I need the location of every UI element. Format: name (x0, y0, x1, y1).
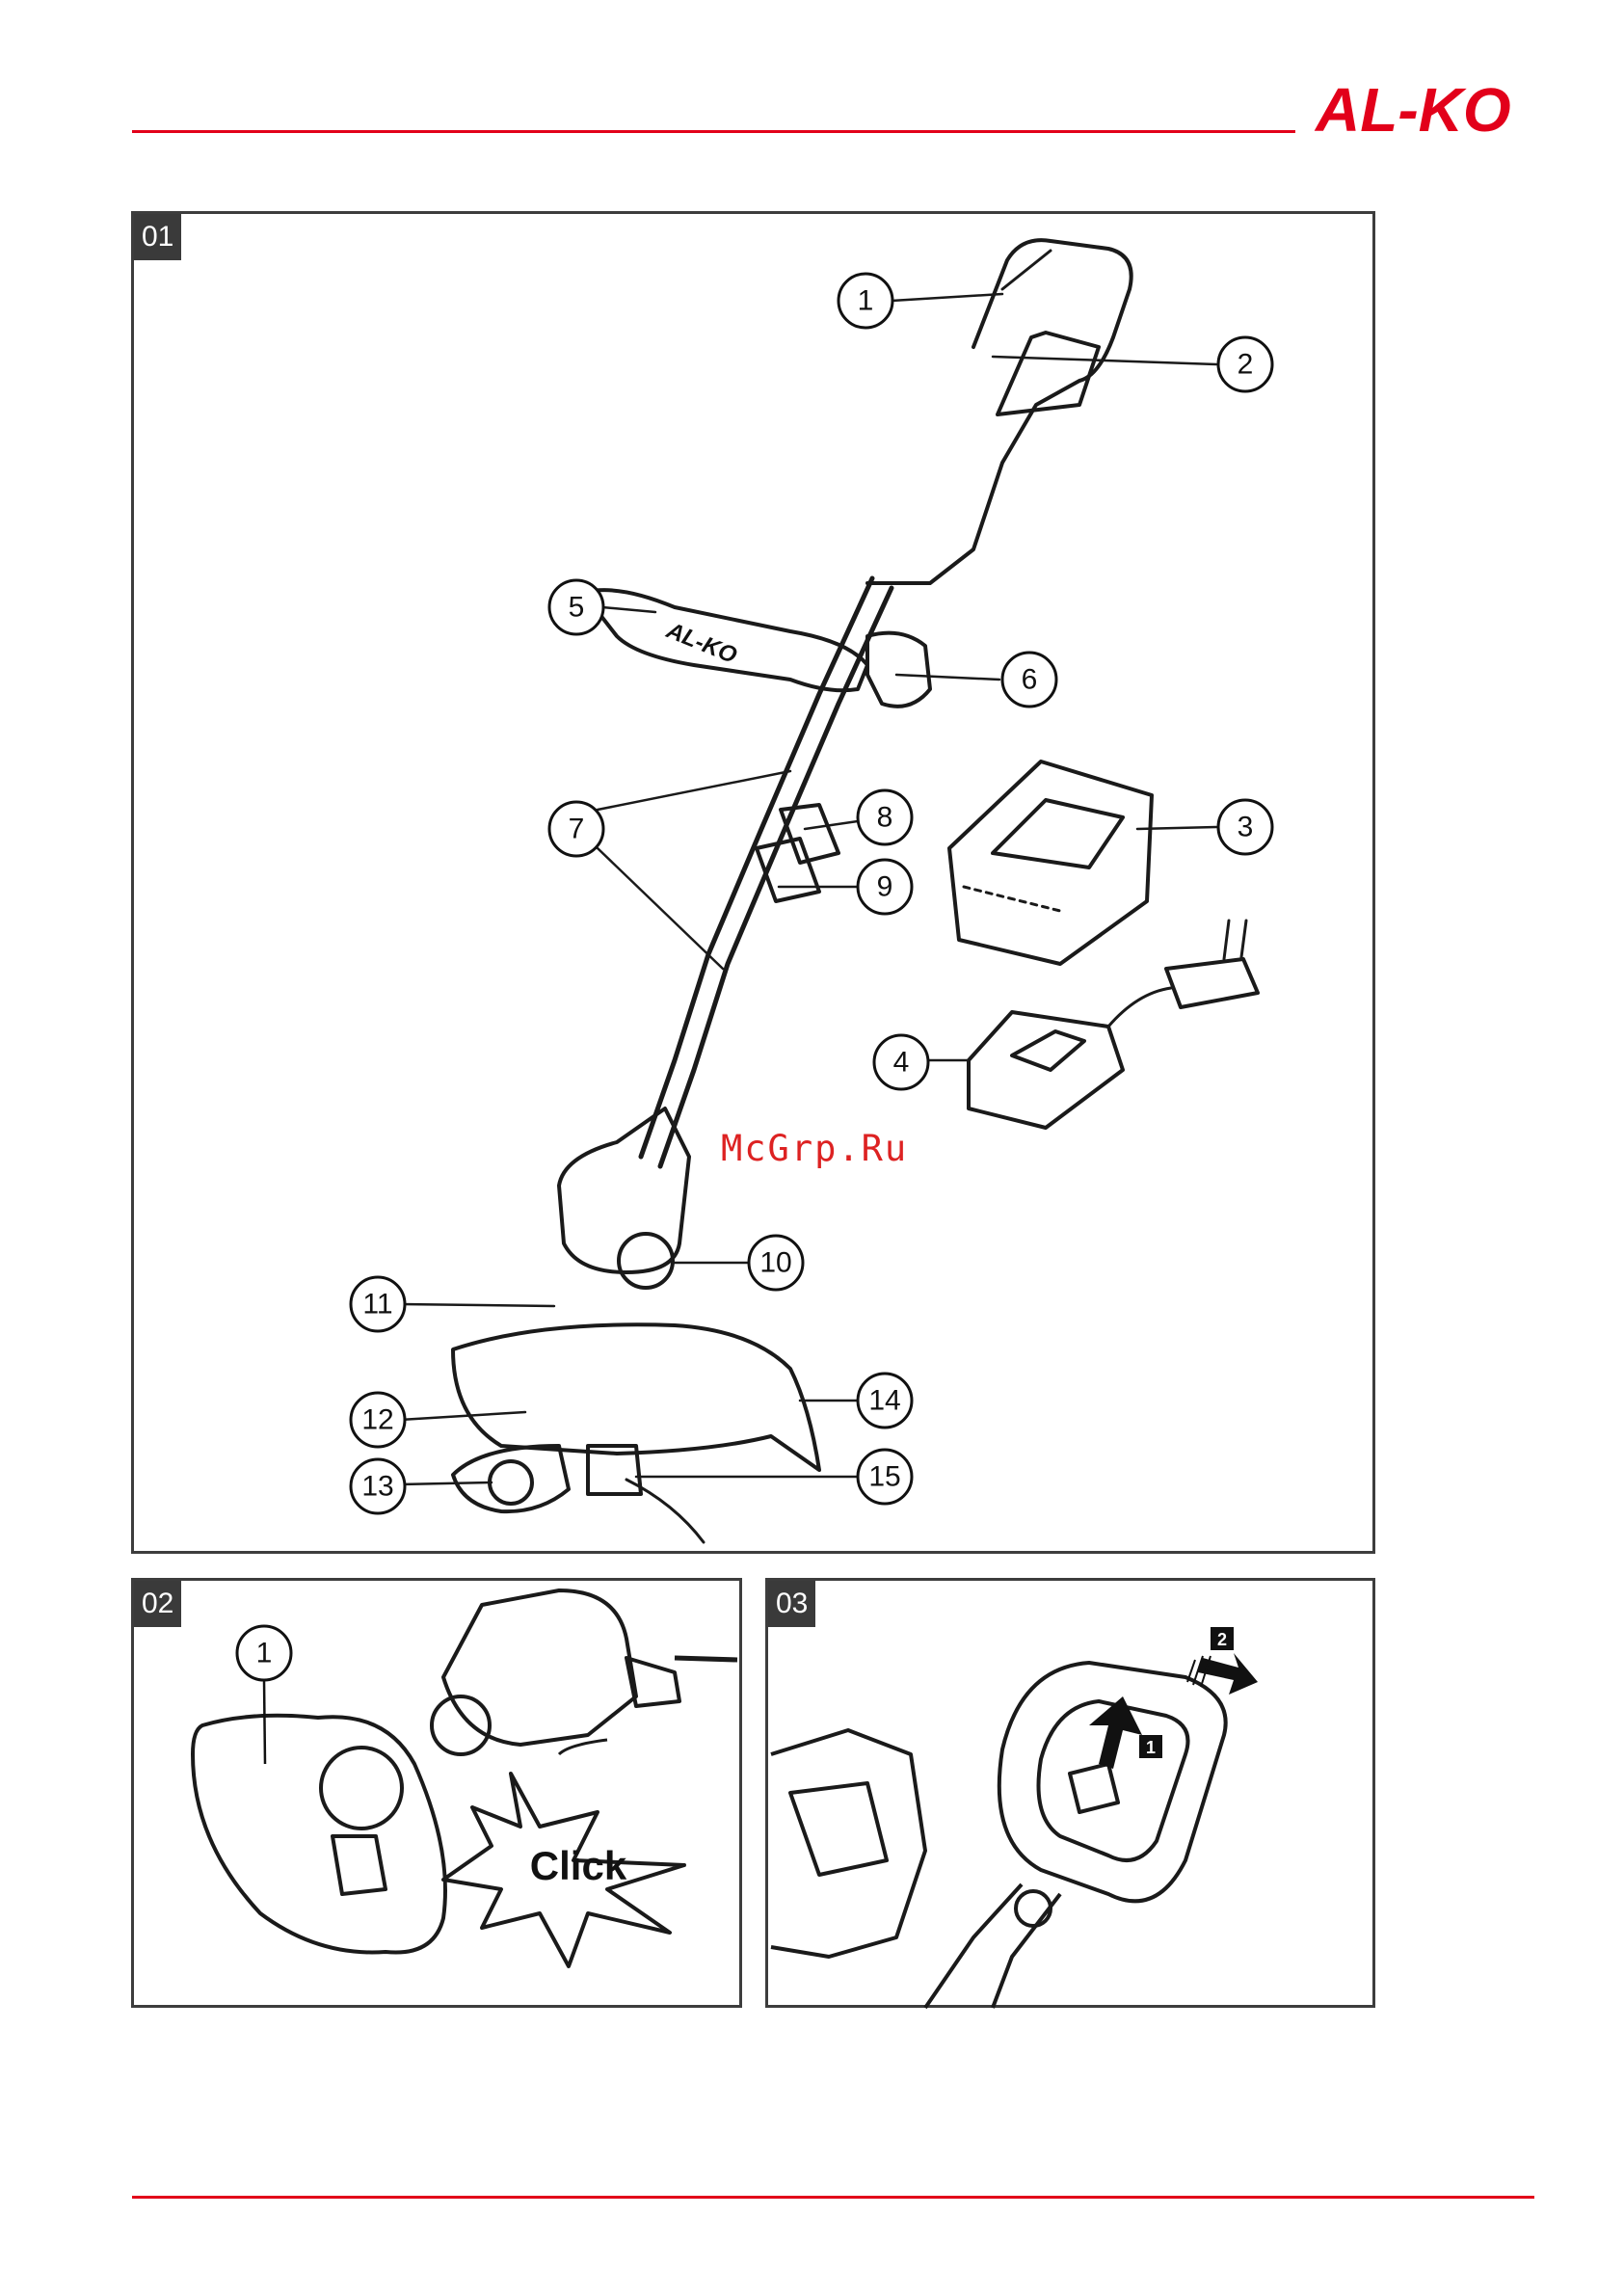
footer-rule (132, 2196, 1534, 2199)
battery-slot-drawing (771, 1730, 925, 1957)
step-badge-2-label: 2 (1217, 1630, 1227, 1649)
release-button-drawing (1070, 1764, 1118, 1812)
step-badge-1: 1 (1139, 1735, 1162, 1758)
step-badge-2: 2 (1211, 1627, 1234, 1650)
step-badge-1-label: 1 (1146, 1738, 1156, 1757)
